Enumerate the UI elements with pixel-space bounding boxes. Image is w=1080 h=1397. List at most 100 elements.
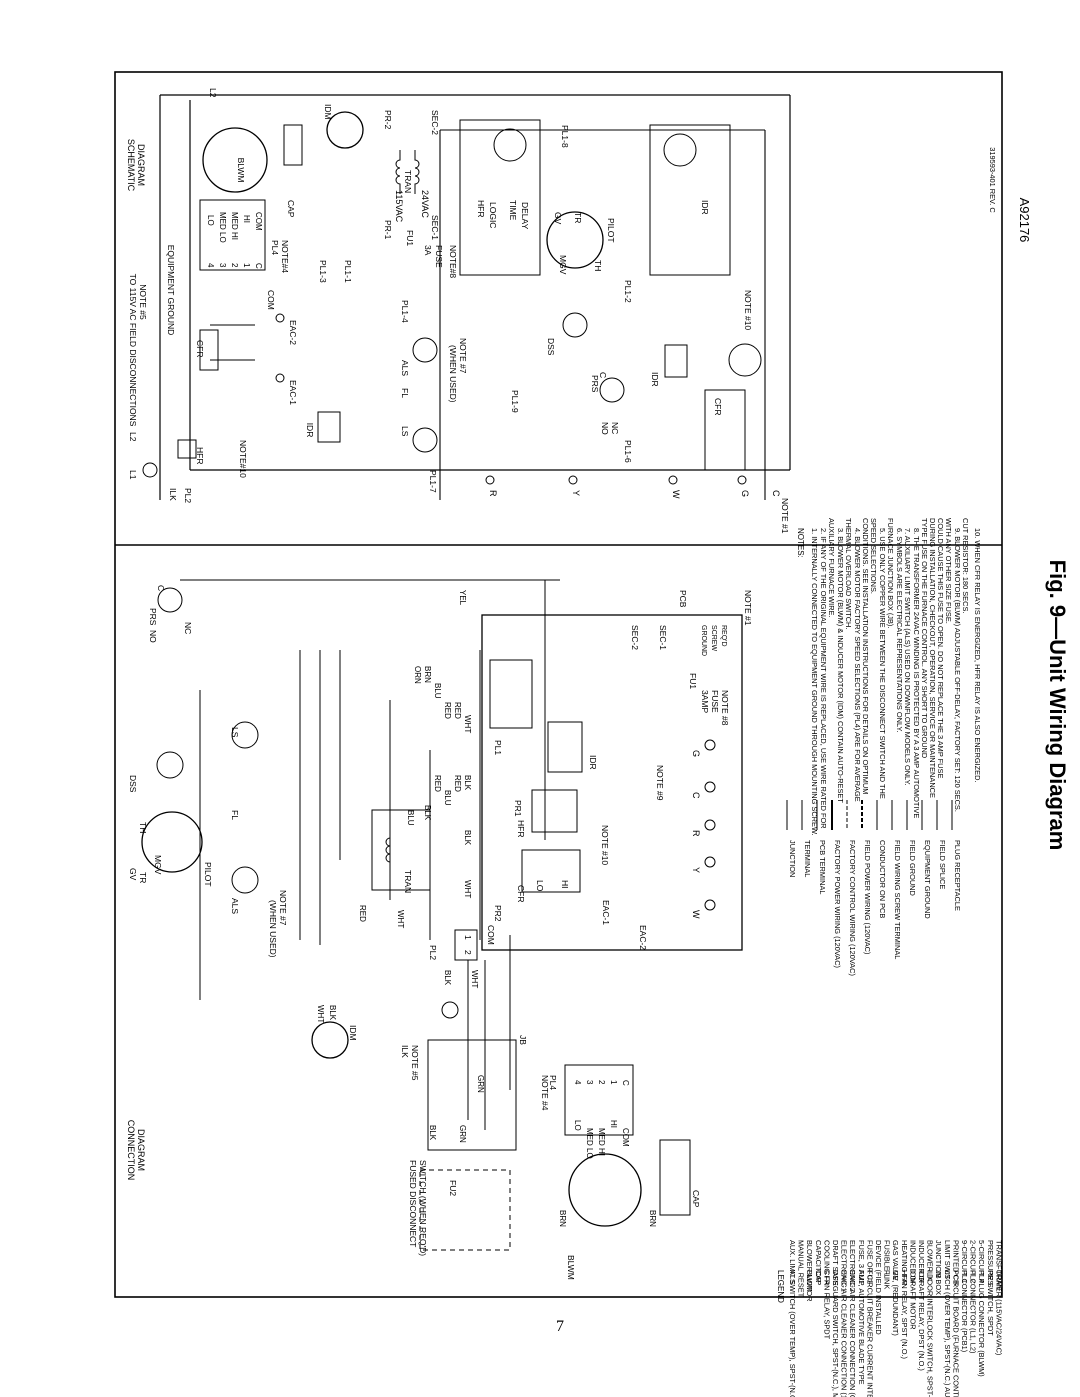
svg-text:1. INTERNALLY CONNECTED TO EQU: 1. INTERNALLY CONNECTED TO EQUIPMENT GRO…: [810, 528, 819, 836]
svg-text:WITH ANY OTHER SIZE FUSE.: WITH ANY OTHER SIZE FUSE.: [944, 518, 953, 624]
svg-text:PL1-2: PL1-2: [623, 280, 633, 303]
connection-prs: [157, 587, 183, 613]
notes-title: NOTES:: [796, 528, 805, 558]
svg-text:TRAN: TRAN: [403, 870, 413, 893]
svg-text:ILK: ILK: [400, 1045, 410, 1058]
svg-text:10. WHEN CFR RELAY IS ENERGIZE: 10. WHEN CFR RELAY IS ENERGIZED, HFR REL…: [973, 528, 982, 783]
svg-text:DELAY: DELAY: [520, 202, 530, 230]
idr-relay: [547, 721, 583, 773]
svg-text:1: 1: [242, 263, 251, 268]
svg-text:C: C: [771, 490, 781, 497]
svg-text:MED LO: MED LO: [218, 212, 227, 243]
svg-text:FU1: FU1: [405, 230, 415, 246]
svg-text:7. AUXILIARY LIMIT SWITCH (ALS: 7. AUXILIARY LIMIT SWITCH (ALS) USED ON …: [903, 528, 912, 786]
svg-text:CFR: CFR: [713, 398, 723, 415]
svg-text:3: 3: [218, 263, 227, 268]
legend-symbol-label: TERMINAL: [803, 840, 812, 877]
figure-caption: Fig. 9—Unit Wiring Diagram: [1045, 560, 1070, 851]
schematic-blower-motor: [202, 127, 268, 193]
svg-text:C: C: [691, 792, 701, 799]
svg-text:MGV: MGV: [558, 255, 568, 275]
legend-symbol-label: FACTORY CONTROL WIRING (120VAC): [848, 840, 857, 976]
schematic-diagram: SCHEMATIC DIAGRAM TO 115V AC FIELD DISCO…: [126, 88, 791, 534]
legend-text: 5-CIRCUIT PLUG CONNECTOR (BLWM): [977, 1240, 986, 1377]
legend-text: INDUCED DRAFT MOTOR: [908, 1240, 917, 1330]
svg-text:JB: JB: [518, 1035, 528, 1045]
svg-text:HFR: HFR: [195, 447, 205, 464]
equipment-ground-label: EQUIPMENT GROUND: [166, 245, 176, 336]
svg-text:24VAC: 24VAC: [420, 190, 430, 218]
pl1-connector: [489, 659, 533, 729]
svg-text:THERMAL OVERLOAD SWITCH.: THERMAL OVERLOAD SWITCH.: [844, 518, 853, 629]
legend-code: LS: [943, 1270, 952, 1279]
svg-text:PRS: PRS: [148, 608, 158, 626]
svg-text:(WHEN USED): (WHEN USED): [268, 900, 278, 958]
svg-text:BLK: BLK: [463, 830, 472, 846]
svg-text:NO: NO: [148, 630, 158, 643]
svg-text:COM: COM: [266, 290, 276, 310]
connection-transformer: [371, 809, 431, 891]
svg-text:2: 2: [230, 263, 239, 268]
svg-text:NOTE#10: NOTE#10: [238, 440, 248, 478]
svg-text:CUT RESISTOR: 180 SECS.: CUT RESISTOR: 180 SECS.: [961, 518, 970, 613]
svg-text:BLK: BLK: [428, 1125, 437, 1141]
hfr-relay: [531, 789, 578, 833]
svg-text:NO: NO: [600, 422, 610, 435]
svg-text:C: C: [254, 263, 263, 269]
svg-text:TRAN: TRAN: [403, 170, 413, 193]
legend-text: 9-CIRCUIT CONNECTOR (PCB1): [960, 1240, 969, 1352]
connection-diagram: CONNECTION DIAGRAM MGV GV TR TH PILOT PR…: [126, 579, 753, 1280]
svg-text:NOTE #4: NOTE #4: [540, 1075, 550, 1111]
legend-code: ILK: [926, 1270, 935, 1281]
svg-text:PILOT: PILOT: [203, 862, 213, 887]
legend-text: 2-CIRCUIT CONNECTOR (L1, L2): [969, 1240, 978, 1353]
svg-text:RED: RED: [358, 905, 367, 922]
svg-text:ORN: ORN: [413, 666, 422, 684]
svg-text:BLU: BLU: [443, 790, 452, 806]
svg-text:3: 3: [585, 1080, 594, 1085]
svg-text:SEC-1: SEC-1: [658, 625, 668, 650]
connection-blower-motor: [568, 1153, 642, 1227]
legend-text: AUX. LIMIT SWITCH (OVER TEMP), SPST-(N.C…: [788, 1240, 797, 1397]
schematic-title: SCHEMATIC: [126, 139, 136, 192]
legend-text: LIMIT SWITCH (OVER TEMP), SPST-(N.C.) AU…: [943, 1240, 952, 1397]
svg-text:4: 4: [573, 1080, 582, 1085]
legend-text: JUNCTION BOX: [934, 1240, 943, 1295]
svg-text:HFR: HFR: [516, 820, 526, 837]
svg-text:MED HI: MED HI: [230, 212, 239, 240]
legend-text: CAPACITOR: [814, 1240, 823, 1282]
svg-text:Y: Y: [571, 490, 581, 496]
svg-text:HI: HI: [242, 215, 251, 223]
legend-code: DSS: [831, 1270, 840, 1285]
svg-text:TH: TH: [593, 260, 603, 271]
svg-text:NOTE #1: NOTE #1: [780, 498, 790, 534]
svg-text:R: R: [488, 490, 498, 497]
svg-text:PL4: PL4: [270, 240, 280, 255]
field-disconnect-label: TO 115V AC FIELD DISCONNECTIONS: [128, 274, 138, 427]
svg-text:TIME: TIME: [508, 200, 518, 221]
svg-text:PCB: PCB: [678, 590, 688, 608]
svg-text:LO: LO: [206, 215, 215, 226]
svg-text:115VAC: 115VAC: [394, 190, 404, 223]
svg-text:DSS: DSS: [546, 338, 556, 356]
svg-text:NC: NC: [183, 622, 193, 634]
svg-text:9. BLOWER MOTOR (BLWM) ADJUSTA: 9. BLOWER MOTOR (BLWM) ADJUSTABLE OFF-DE…: [953, 528, 962, 812]
svg-text:IDM: IDM: [323, 104, 333, 120]
svg-text:SEC-1: SEC-1: [430, 215, 440, 240]
svg-text:CONDITIONS. SEE INSTALLATION I: CONDITIONS. SEE INSTALLATION INSTRUCTION…: [861, 518, 870, 794]
svg-text:SPEED SELECTIONS.: SPEED SELECTIONS.: [869, 518, 878, 594]
svg-text:MED LO: MED LO: [585, 1128, 594, 1159]
connection-title: CONNECTION: [126, 1120, 136, 1181]
note5-label: NOTE #5: [138, 284, 148, 320]
ilk-switch-symbol: [142, 462, 158, 478]
svg-text:IDR: IDR: [588, 755, 598, 770]
svg-text:YEL: YEL: [458, 590, 467, 606]
svg-text:BRN: BRN: [558, 1210, 567, 1227]
svg-text:3A: 3A: [423, 245, 433, 256]
svg-text:PR-1: PR-1: [383, 220, 393, 240]
svg-text:RED: RED: [443, 702, 452, 719]
legend-text: ELECTRONIC AIR CLEANER CONNECTION (115VA…: [840, 1240, 849, 1397]
legend-symbol-label: EQUIPMENT GROUND: [923, 840, 932, 919]
svg-text:NOTE #7: NOTE #7: [458, 338, 468, 374]
legend-title: LEGEND: [776, 1270, 785, 1303]
